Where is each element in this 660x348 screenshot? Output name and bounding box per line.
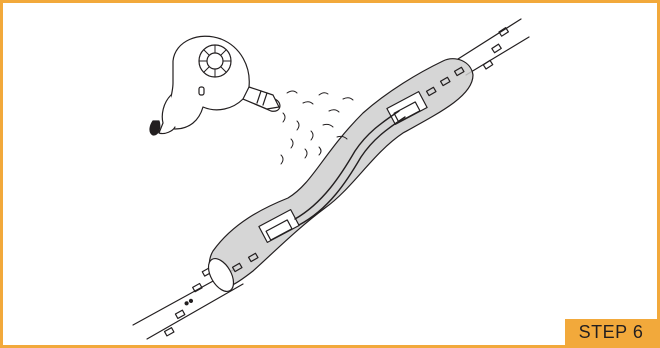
step-badge: STEP 6 <box>565 319 657 345</box>
heat-shrink-illustration <box>3 3 657 345</box>
heat-gun-icon <box>150 36 280 135</box>
